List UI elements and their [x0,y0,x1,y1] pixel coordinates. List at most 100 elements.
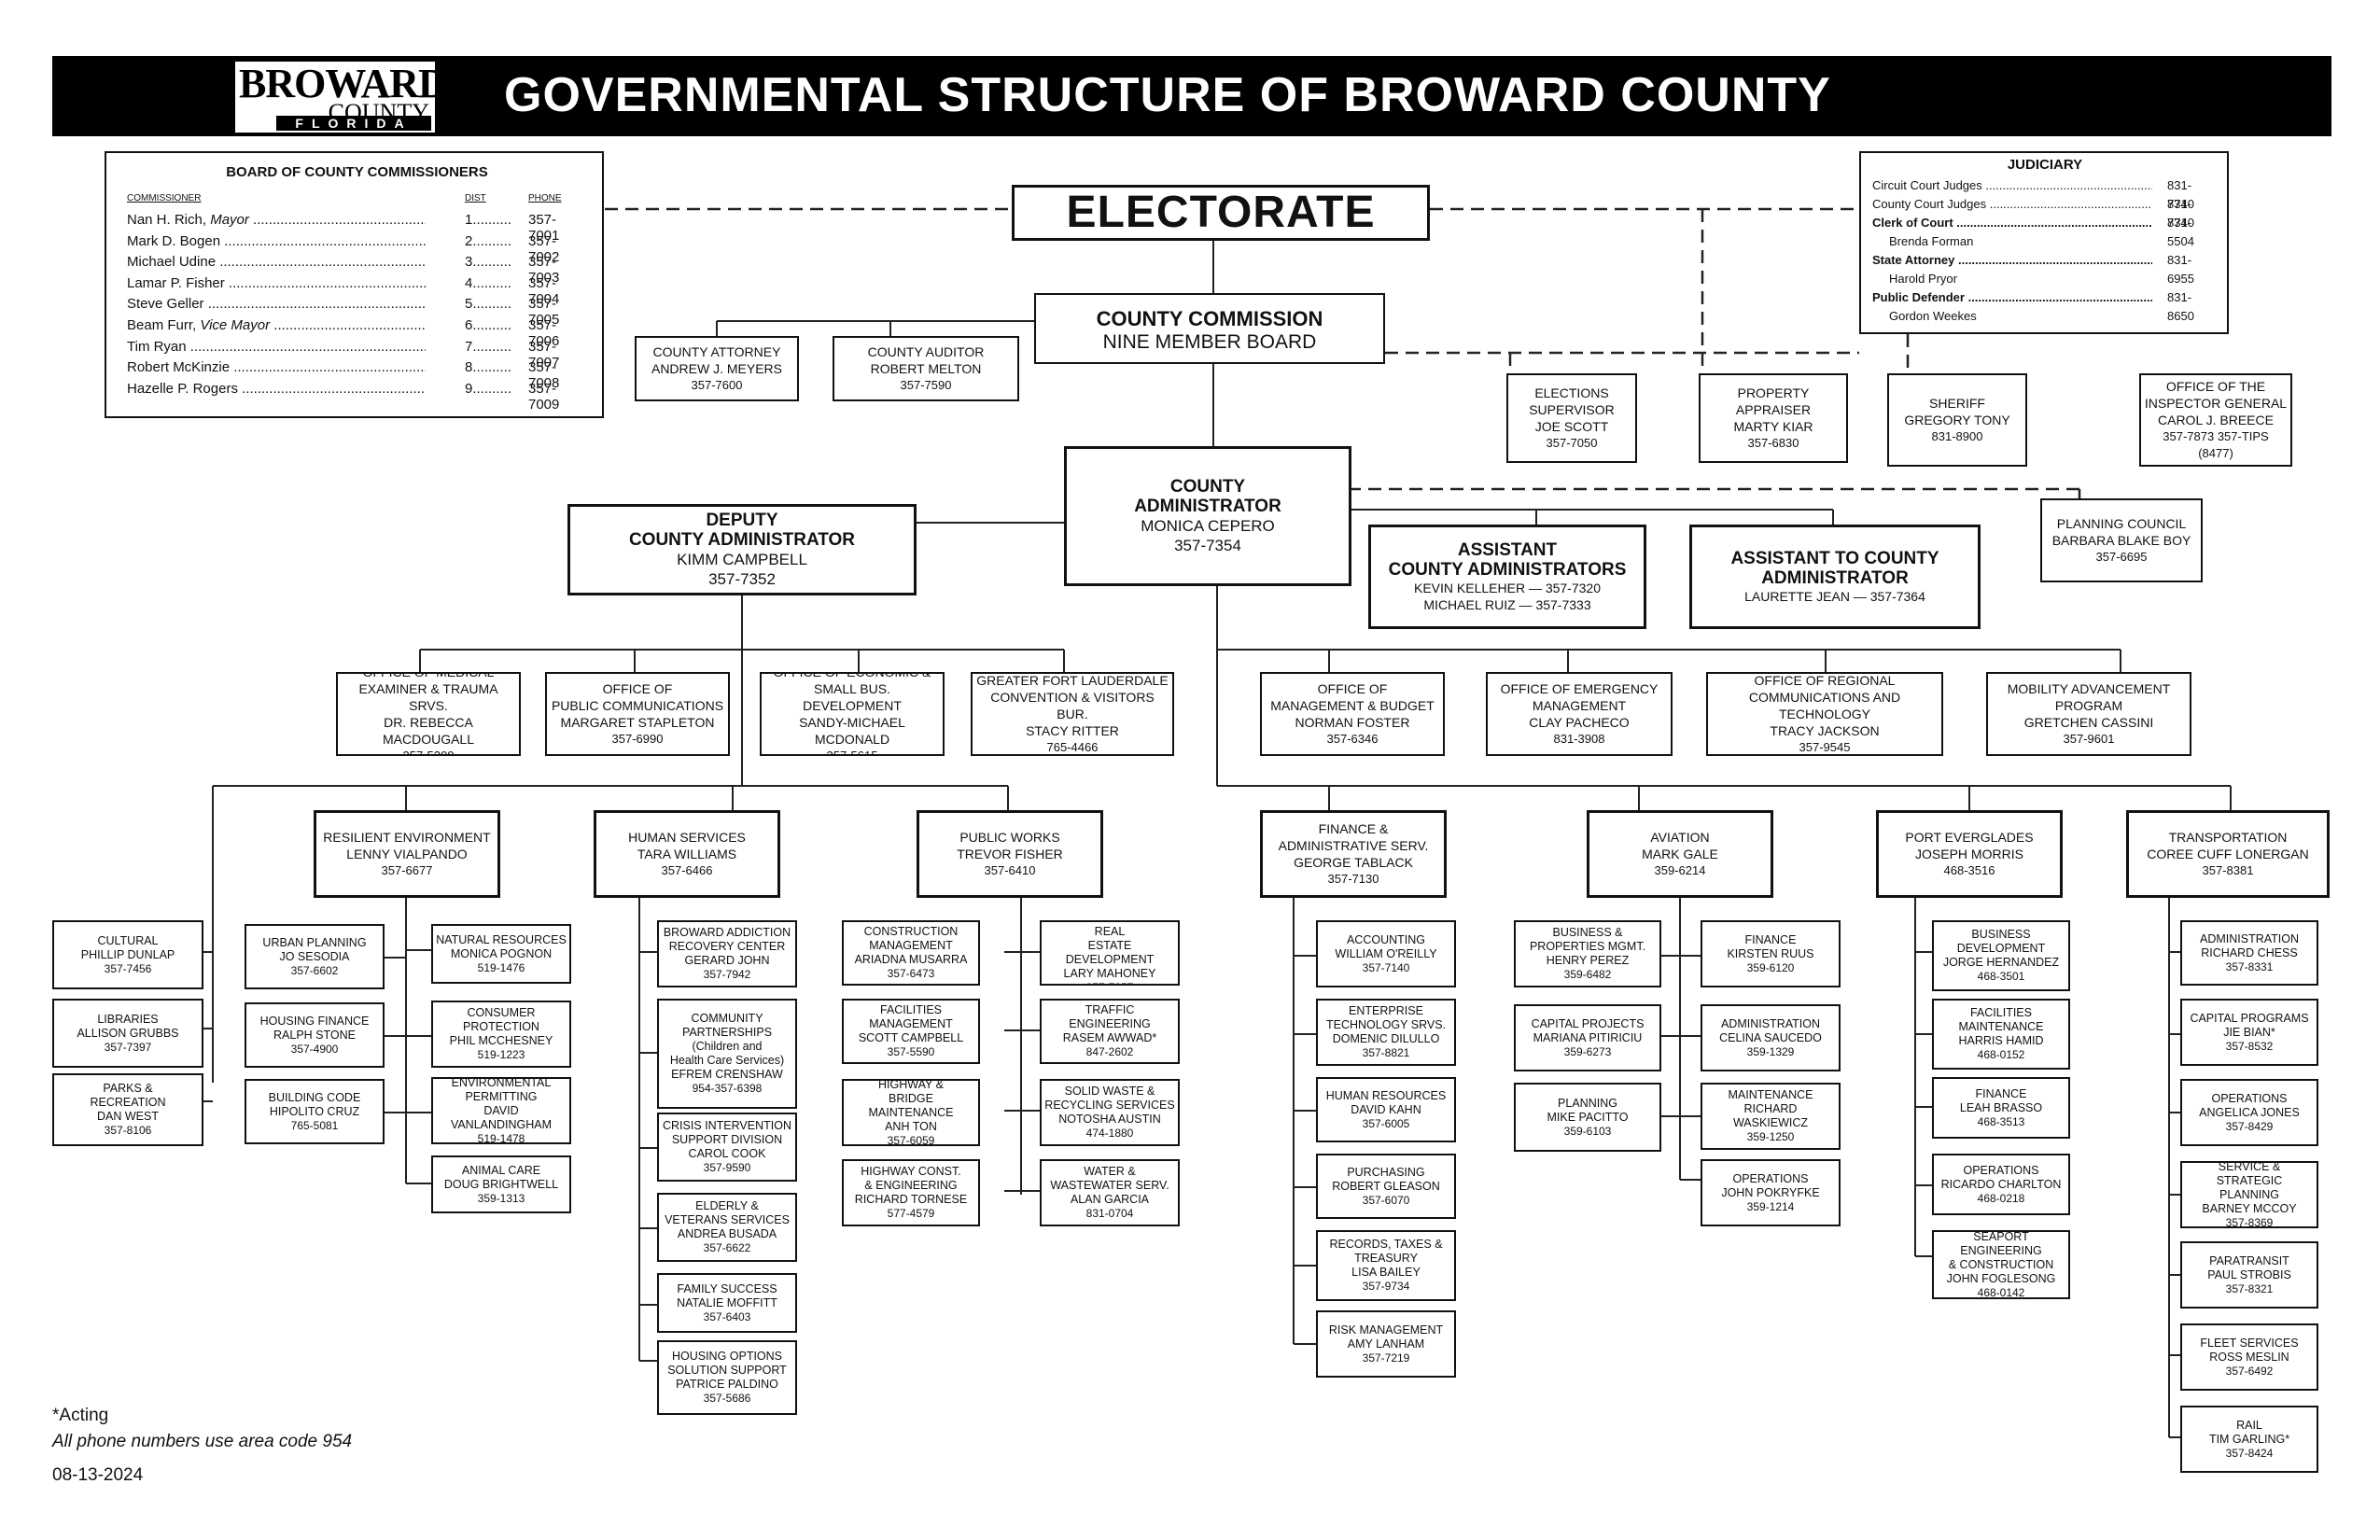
division-aviation-right-box-phone: 359-1250 [1746,1130,1795,1143]
finance-admin-box-label: FINANCE & ADMINISTRATIVE SERV. GEORGE TA… [1278,821,1429,870]
electorate-box: ELECTORATE [1012,185,1430,241]
division-aviation-right-box-label: ADMINISTRATION CELINA SAUCEDO [1719,1016,1822,1044]
bocc-member-dist: 7 [465,339,521,355]
medical-examiner-box-label: OFFICE OF MEDICAL EXAMINER & TRAUMA SRVS… [358,672,498,747]
elections-supervisor-box-label: ELECTIONS SUPERVISOR JOE SCOTT [1529,385,1615,434]
division-transportation-box-label: ADMINISTRATION RICHARD CHESS [2199,931,2300,959]
bocc-member-name: Lamar P. Fisher [127,275,426,291]
division-aviation-left-box-phone: 359-6482 [1563,968,1612,981]
economic-development-box-phone: 357-5615 [826,749,878,756]
division-resilient-right-box-label: NATURAL RESOURCES MONICA POGNON [436,932,567,960]
division-human-box: COMMUNITY PARTNERSHIPS (Children and Hea… [657,999,797,1109]
management-budget-box: OFFICE OF MANAGEMENT & BUDGET NORMAN FOS… [1260,672,1445,756]
division-cultural-box-phone: 357-8106 [104,1124,152,1137]
transportation-box-phone: 357-8381 [2202,863,2254,877]
division-aviation-left-box-label: BUSINESS & PROPERTIES MGMT. HENRY PEREZ [1529,926,1646,967]
port-everglades-box-phone: 468-3516 [1943,863,1995,877]
division-transportation-box-phone: 357-8532 [2225,1039,2274,1053]
judiciary-row: State Attorney831-6955 [1872,251,2218,286]
division-aviation-right-box-phone: 359-1329 [1746,1044,1795,1058]
division-aviation-right-box-label: OPERATIONS JOHN POKRYFKE [1721,1171,1820,1199]
bocc-member-dist: 8 [465,359,521,375]
division-aviation-right-box-phone: 359-6120 [1746,960,1795,974]
division-human-box-phone: 954-357-6398 [692,1082,763,1095]
public-works-box-label: PUBLIC WORKS TREVOR FISHER [957,830,1063,861]
bocc-member-phone: 357-7006 [528,316,560,349]
judiciary-row: Public Defender831-8650 [1872,288,2218,323]
sheriff-box-label: SHERIFF GREGORY TONY [1904,396,2010,427]
medical-examiner-box: OFFICE OF MEDICAL EXAMINER & TRAUMA SRVS… [336,672,521,756]
division-human-box: BROWARD ADDICTION RECOVERY CENTER GERARD… [657,920,797,987]
division-pw-right-box-label: WATER & WASTEWATER SERV. ALAN GARCIA [1050,1165,1169,1206]
footnote-acting: *Acting [52,1406,109,1425]
logo-word-broward: BROWARD [239,61,448,106]
division-human-box-label: CRISIS INTERVENTION SUPPORT DIVISION CAR… [663,1119,791,1160]
division-transportation-box-label: CAPITAL PROGRAMS JIE BIAN* [2190,1011,2309,1039]
division-aviation-right-box-label: MAINTENANCE RICHARD WASKIEWICZ [1728,1088,1813,1129]
judiciary-panel: JUDICIARY Circuit Court Judges831-7740Co… [1859,151,2229,334]
division-cultural-box-phone: 357-7397 [104,1040,152,1054]
county-attorney-box-phone: 357-7600 [691,378,743,392]
mobility-advancement-box: MOBILITY ADVANCEMENT PROGRAM GRETCHEN CA… [1986,672,2191,756]
division-aviation-right-box-phone: 359-1214 [1746,1199,1795,1213]
bocc-member-name: Nan H. Rich, Mayor [127,212,426,228]
division-resilient-right-box-label: ANIMAL CARE DOUG BRIGHTWELL [443,1163,559,1191]
administrator-name: MONICA CEPERO [1141,517,1275,535]
bocc-member-phone: 357-7002 [528,232,560,265]
deputy-name: KIMM CAMPBELL [677,551,807,568]
judiciary-phone: 831-5504 [2167,216,2194,248]
division-human-box-label: ELDERLY & VETERANS SERVICES ANDREA BUSAD… [665,1199,790,1240]
division-finance-box-phone: 357-6070 [1362,1193,1410,1207]
page-title: GOVERNMENTAL STRUCTURE OF BROWARD COUNTY [504,68,1831,122]
bocc-member-name: Hazelle P. Rogers [127,381,426,397]
planning-council-box-label: PLANNING COUNCIL BARBARA BLAKE BOY [2051,516,2191,548]
division-resilient-right-box-label: CONSUMER PROTECTION PHIL MCCHESNEY [449,1006,553,1047]
division-pw-right-box-phone: 831-0704 [1085,1207,1134,1220]
division-resilient-left-box-phone: 765-5081 [290,1118,339,1132]
division-pw-left-box-phone: 357-6059 [887,1133,935,1146]
bocc-member-phone: 357-7008 [528,359,560,392]
division-human-box: HOUSING OPTIONS SOLUTION SUPPORT PATRICE… [657,1340,797,1415]
division-resilient-left-box-phone: 357-6602 [290,963,339,977]
inspector-general-box-label: OFFICE OF THE INSPECTOR GENERAL CAROL J.… [2144,379,2288,427]
division-human-box-phone: 357-7942 [703,968,751,981]
bocc-member-phone: 357-7001 [528,212,560,244]
finance-admin-box-phone: 357-7130 [1327,872,1379,886]
assistant-to-administrator-box: ASSISTANT TO COUNTY ADMINISTRATOR LAURET… [1689,525,1981,629]
division-cultural-box-label: CULTURAL PHILLIP DUNLAP [80,933,175,961]
division-transportation-box-phone: 357-8369 [2225,1215,2274,1228]
division-finance-box-label: RISK MANAGEMENT AMY LANHAM [1328,1323,1444,1351]
division-aviation-left-box-label: CAPITAL PROJECTS MARIANA PITIRICIU [1531,1016,1645,1044]
bocc-member-row: Michael Udine3357-7003 [127,254,587,286]
administrator-title: COUNTY ADMINISTRATOR [1134,477,1281,516]
human-services-box-phone: 357-6466 [661,863,713,877]
division-pw-right-box-label: REAL PROPERTIES & REAL ESTATE DEVELOPMEN… [1050,922,1169,980]
division-port-box: SEAPORT ENGINEERING & CONSTRUCTION JOHN … [1932,1230,2070,1299]
division-resilient-left-box-label: HOUSING FINANCE RALPH STONE [259,1014,370,1042]
division-human-box-label: FAMILY SUCCESS NATALIE MOFFITT [677,1281,777,1309]
emergency-management-box-label: OFFICE OF EMERGENCY MANAGEMENT CLAY PACH… [1500,681,1659,730]
division-finance-box-phone: 357-7219 [1362,1351,1410,1365]
bocc-member-dist: 6 [465,317,521,333]
bocc-member-row: Beam Furr, Vice Mayor6357-7006 [127,317,587,349]
